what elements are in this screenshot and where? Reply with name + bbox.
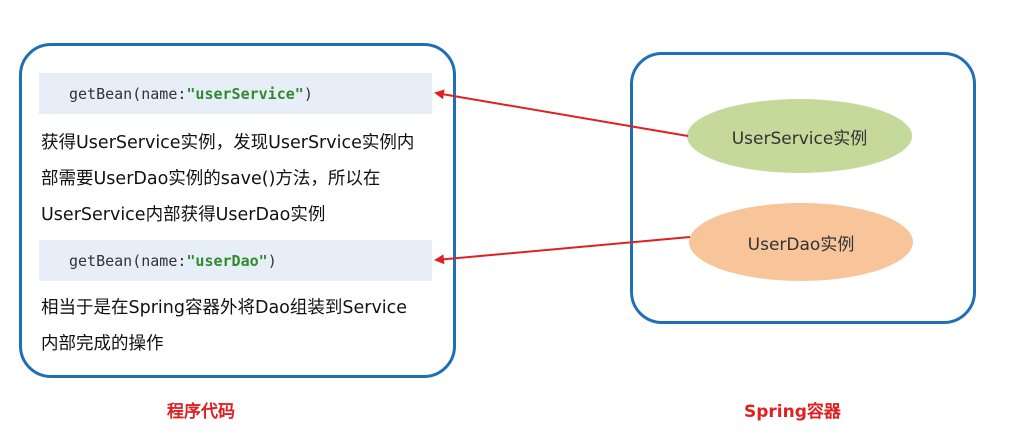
code-get-bean-userservice: getBean(name:"userService") <box>39 73 432 114</box>
description-line: 相当于是在Spring容器外将Dao组装到Service <box>41 298 408 318</box>
code-prefix: getBean(name: <box>69 251 187 270</box>
description-line: 内部完成的操作 <box>41 334 164 354</box>
code-key: "userDao" <box>186 251 268 270</box>
description-line: UserService内部获得UserDao实例 <box>41 205 326 225</box>
userdao-instance-ellipse: UserDao实例 <box>689 203 913 281</box>
code-key: "userService" <box>186 84 304 103</box>
description-line: 获得UserService实例，发现UserSrvice实例内 <box>41 133 415 153</box>
code-suffix: ) <box>267 251 277 270</box>
code-suffix: ) <box>303 84 313 103</box>
userdao-instance-label: UserDao实例 <box>747 234 855 255</box>
userservice-instance-label: UserService实例 <box>731 128 868 149</box>
description-line: 部需要UserDao实例的save()方法，所以在 <box>41 169 381 189</box>
code-prefix: getBean(name: <box>69 84 187 103</box>
userservice-instance-ellipse: UserService实例 <box>687 99 912 173</box>
program-code-caption: 程序代码 <box>167 402 235 422</box>
spring-container-caption: Spring容器 <box>744 402 841 422</box>
description-userservice: 获得UserService实例，发现UserSrvice实例内 部需要UserD… <box>41 125 446 233</box>
description-assembly: 相当于是在Spring容器外将Dao组装到Service 内部完成的操作 <box>41 290 446 362</box>
spring-container-panel <box>630 52 976 324</box>
code-get-bean-userdao: getBean(name:"userDao") <box>39 240 432 281</box>
